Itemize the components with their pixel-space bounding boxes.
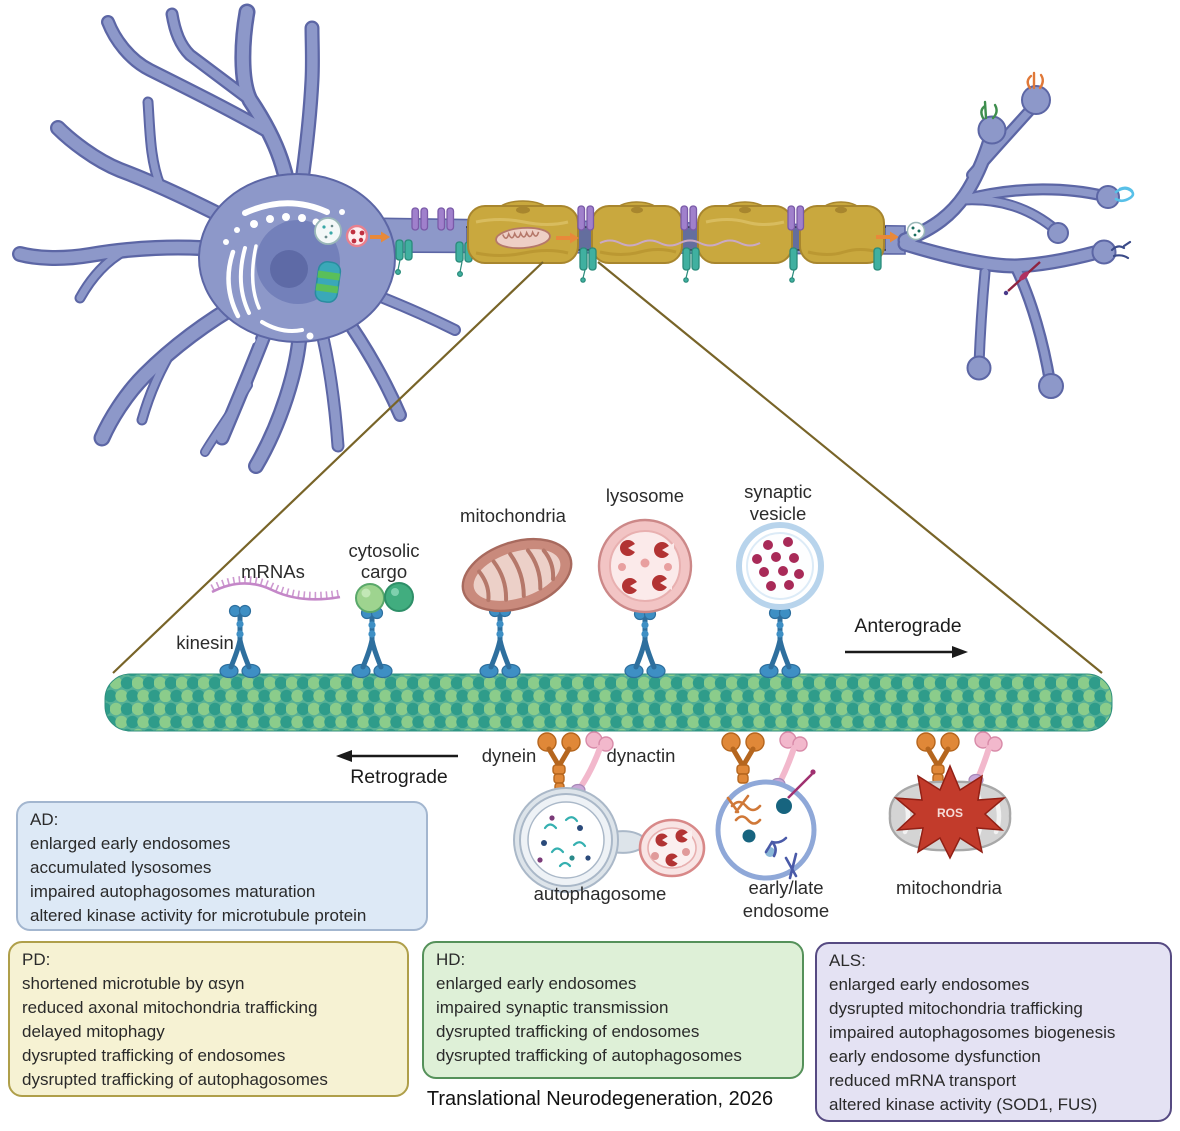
axon-arrow-2 <box>876 231 899 243</box>
soma-transport-arrow <box>370 231 390 243</box>
pd-box-title: PD: <box>22 950 51 969</box>
ad-box: AD: enlarged early endosomes accumulated… <box>16 801 428 931</box>
hd-box-title: HD: <box>436 950 466 969</box>
retrograde-label: Retrograde <box>350 766 448 788</box>
myelin-segment <box>799 201 885 264</box>
pd-box-item: reduced axonal mitochondria trafficking <box>22 998 318 1017</box>
axon-mitochondrion <box>495 226 551 250</box>
lysosome-label: lysosome <box>606 485 684 506</box>
myelin-segment <box>697 201 793 264</box>
dynein-motor <box>721 732 765 784</box>
soma-vesicle <box>314 217 342 245</box>
kinesin-motor <box>759 606 801 679</box>
dynactin <box>968 731 1003 787</box>
ad-box-item: impaired autophagosomes maturation <box>30 882 316 901</box>
neuron-transport-diagram: ROS kinesin mRNAs cytosolic cargo mitoch… <box>0 0 1135 921</box>
terminal-receptors <box>980 71 1135 260</box>
receptor-navy <box>1110 240 1132 260</box>
terminal-boutons <box>966 85 1120 399</box>
early-late-endosome <box>715 769 817 881</box>
synaptic-vesicle-label-1: synaptic <box>744 481 812 502</box>
hd-box-item: enlarged early endosomes <box>436 974 637 993</box>
damaged-mitochondria: ROS <box>888 764 1012 860</box>
receptor-orange <box>1026 71 1044 90</box>
neuron <box>20 12 1135 466</box>
terminal-needle <box>1003 261 1041 296</box>
kinesin-motor <box>479 604 521 679</box>
terminal-outline <box>905 108 1104 382</box>
pd-box-item: delayed mitophagy <box>22 1022 165 1041</box>
als-box: ALS: enlarged early endosomes dysrupted … <box>815 942 1172 1122</box>
dynein-motor <box>537 732 581 792</box>
ros-label: ROS <box>937 806 963 820</box>
node-proteins <box>577 205 882 283</box>
lysosome-cargo <box>597 518 693 614</box>
dynein-label: dynein <box>482 745 537 766</box>
mitochondria-cargo <box>461 537 573 613</box>
myelin-sheath <box>467 200 885 264</box>
nucleolus <box>270 250 308 288</box>
synaptic-vesicle-cargo <box>736 522 824 610</box>
membrane-proteins-initial <box>395 207 473 278</box>
dynactin-label: dynactin <box>607 745 676 766</box>
axon-mrna <box>599 239 761 247</box>
anterograde-label: Anterograde <box>854 615 961 637</box>
golgi-er <box>226 200 330 333</box>
ad-box-item: accumulated lysosomes <box>30 858 212 877</box>
cytosolic-cargo-label-2: cargo <box>361 561 407 582</box>
hd-box-item: dysrupted trafficking of autophagosomes <box>436 1046 742 1065</box>
retrograde-arrow <box>336 750 458 762</box>
endosome-label-1: early/late <box>748 877 823 898</box>
kinesin-motor <box>219 604 261 679</box>
pd-box-item: dysrupted trafficking of endosomes <box>22 1046 286 1065</box>
pd-box-item: dysrupted trafficking of autophagosomes <box>22 1070 328 1089</box>
kinesin-label: kinesin <box>176 632 234 653</box>
retrograde-cargo-group: ROS <box>513 731 1012 893</box>
als-box-item: impaired autophagosomes biogenesis <box>829 1023 1116 1042</box>
cytosolic-cargo <box>355 582 414 613</box>
hd-box-item: dysrupted trafficking of endosomes <box>436 1022 700 1041</box>
endosome-label-2: endosome <box>743 900 829 921</box>
mrnas-label: mRNAs <box>241 561 305 582</box>
ad-box-item: enlarged early endosomes <box>30 834 231 853</box>
mitochondria-top-label: mitochondria <box>460 505 567 526</box>
terminal-vesicle <box>906 221 926 241</box>
autophagosome <box>513 787 706 893</box>
mitochondria-bottom-label: mitochondria <box>896 877 1003 898</box>
autophagosome-label: autophagosome <box>534 883 667 904</box>
figure-caption: Translational Neurodegeneration, 2026 <box>426 1088 774 1110</box>
dynein-motor <box>916 732 960 784</box>
cytosolic-cargo-label-1: cytosolic <box>349 540 420 561</box>
kinesin-motor <box>624 607 666 679</box>
als-box-item: enlarged early endosomes <box>829 975 1030 994</box>
neurotransmitters <box>752 537 804 591</box>
axon-arrow-1 <box>556 232 579 244</box>
pd-box-item: shortened microtuble by αsyn <box>22 974 245 993</box>
receptor-green <box>980 100 998 120</box>
ad-box-item: altered kinase activity for microtubule … <box>30 906 367 925</box>
als-box-title: ALS: <box>829 951 866 970</box>
anterograde-arrow <box>845 646 968 658</box>
golgi-vesicles <box>223 209 345 344</box>
pd-box: PD: shortened microtuble by αsyn reduced… <box>8 941 409 1097</box>
synaptic-vesicle-label-2: vesicle <box>750 503 807 524</box>
microtubule <box>104 673 1113 732</box>
als-box-item: altered kinase activity (SOD1, FUS) <box>829 1095 1098 1114</box>
hd-box-item: impaired synaptic transmission <box>436 998 669 1017</box>
als-box-item: reduced mRNA transport <box>829 1071 1017 1090</box>
ad-box-title: AD: <box>30 810 59 829</box>
ros-burst <box>893 764 1007 860</box>
soma-mitochondrion <box>314 261 342 303</box>
soma-lysosome <box>345 224 369 248</box>
kinesin-motors <box>219 604 801 679</box>
als-box-item: dysrupted mitochondria trafficking <box>829 999 1083 1018</box>
myelin-segment <box>591 201 683 264</box>
als-box-item: early endosome dysfunction <box>829 1047 1041 1066</box>
kinesin-motor <box>351 606 393 679</box>
hd-box: HD: enlarged early endosomes impaired sy… <box>422 941 804 1079</box>
mrna-cargo <box>210 575 341 601</box>
receptor-cyan <box>1114 186 1135 203</box>
zoom-lines <box>112 261 1103 674</box>
